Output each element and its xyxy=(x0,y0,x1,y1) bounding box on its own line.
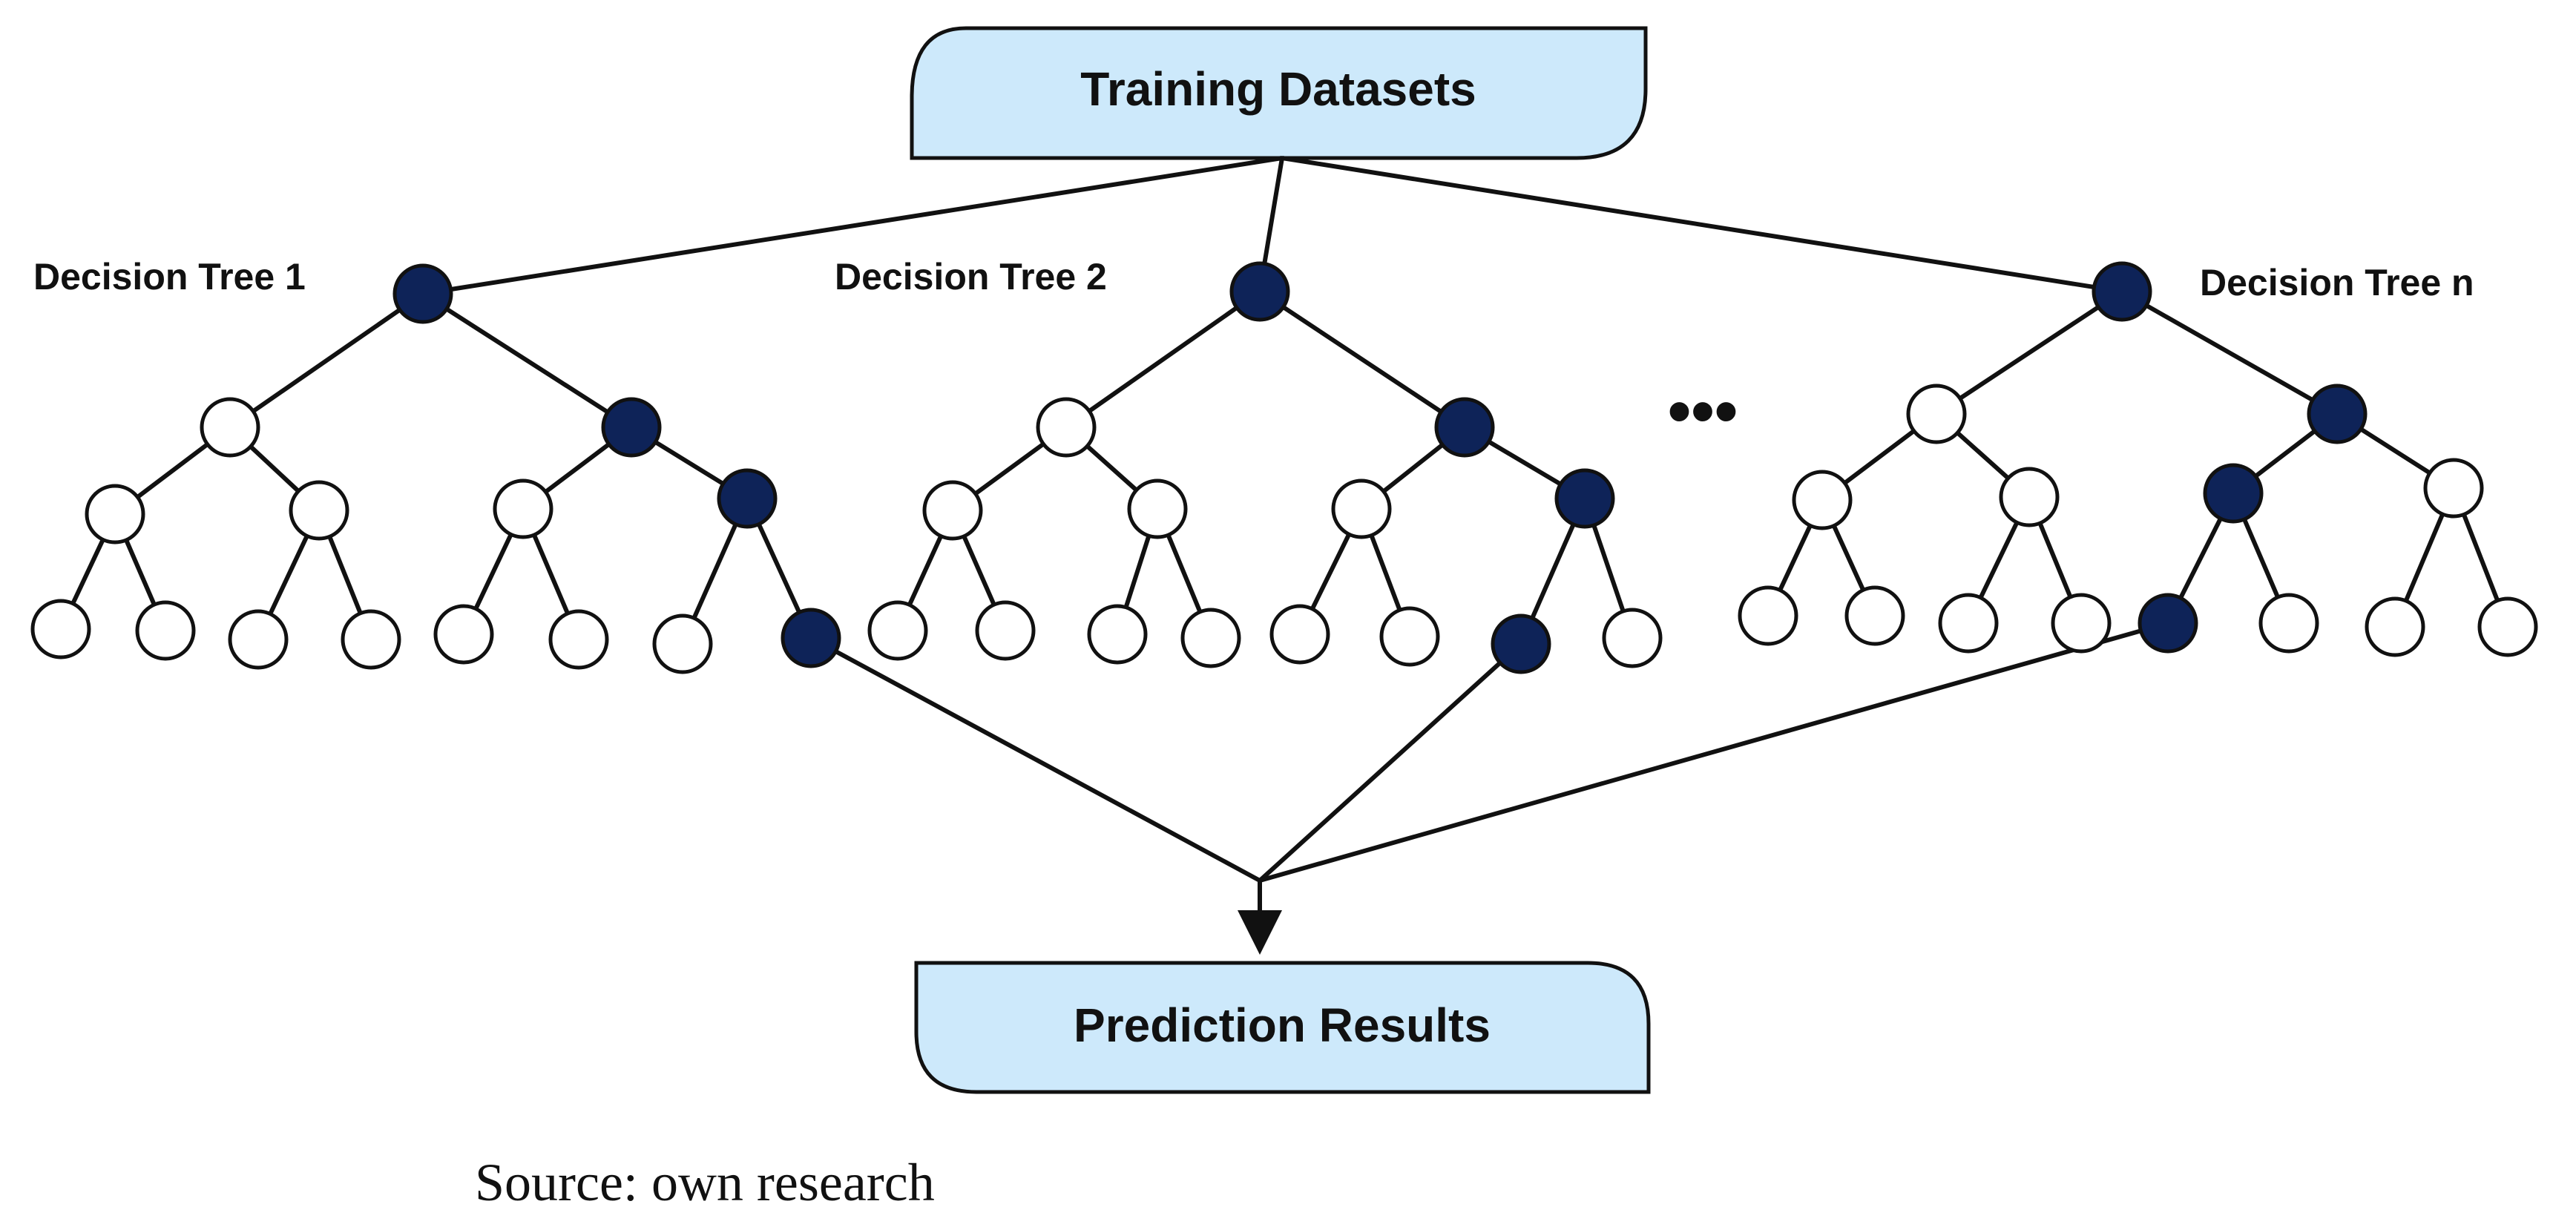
treen-node xyxy=(1792,470,1853,530)
tree1-node xyxy=(493,478,553,539)
training-datasets-box: Training Datasets xyxy=(910,26,1648,160)
tree2-group xyxy=(867,261,1663,674)
treen-node xyxy=(2423,458,2484,519)
tree1-node xyxy=(85,484,145,545)
dataset-to-treen-line xyxy=(1281,156,2123,294)
tree1-path-node xyxy=(781,608,841,668)
tree2-edge xyxy=(1065,289,1261,430)
tree2-node xyxy=(1379,606,1440,667)
treen-path-node xyxy=(2138,593,2198,654)
trees-layer xyxy=(30,261,2538,674)
tree2-path-node xyxy=(1229,261,1290,322)
tree1-node xyxy=(289,480,349,541)
tree2-path-node xyxy=(1434,397,1495,458)
tree2-node xyxy=(922,480,983,541)
tree2-node xyxy=(1269,604,1330,665)
tree2-node xyxy=(1036,397,1097,458)
tree2-node xyxy=(867,600,928,661)
source-caption: Source: own research xyxy=(475,1153,935,1212)
tree1-node xyxy=(652,614,713,674)
tree1-node xyxy=(433,604,494,665)
tree1-node xyxy=(341,609,401,670)
tree1-node xyxy=(30,599,91,659)
treen-node xyxy=(1738,585,1798,646)
tree1-path-node xyxy=(717,468,778,529)
tree1-node xyxy=(228,609,289,670)
tree1-node xyxy=(548,609,609,670)
treen-node xyxy=(2365,596,2425,657)
treen-node xyxy=(1999,467,2060,527)
treen-path-node xyxy=(2307,384,2368,444)
tree1-leaf-to-merge-line xyxy=(809,636,1261,883)
tree-label-1: Decision Tree 1 xyxy=(33,256,306,297)
tree1-path-node xyxy=(601,397,662,458)
tree1-node xyxy=(200,397,260,458)
treen-node xyxy=(1906,384,1967,444)
treen-node xyxy=(1844,585,1905,646)
training-datasets-label: Training Datasets xyxy=(1080,62,1476,116)
tree2-leaf-to-merge-line xyxy=(1258,642,1523,883)
connections xyxy=(422,156,2169,955)
tree2-path-node xyxy=(1491,614,1551,674)
tree2-node xyxy=(1331,478,1392,539)
treen-node xyxy=(2258,593,2319,654)
ellipsis-marker: ••• xyxy=(1668,375,1738,449)
treen-path-node xyxy=(2092,261,2152,322)
tree2-node xyxy=(1602,608,1663,668)
treen-group xyxy=(1738,261,2538,657)
tree2-node xyxy=(1087,604,1148,665)
treen-node xyxy=(2477,596,2538,657)
tree2-node xyxy=(1127,478,1188,539)
treen-leaf-to-merge-line xyxy=(1259,621,2169,883)
treen-node xyxy=(2051,593,2112,654)
treen-edge xyxy=(1935,289,2123,416)
treen-node xyxy=(1938,593,1999,654)
tree1-path-node xyxy=(392,263,453,324)
tree-label-n: Decision Tree n xyxy=(2200,262,2474,303)
prediction-results-label: Prediction Results xyxy=(1074,999,1491,1052)
tree-label-2: Decision Tree 2 xyxy=(835,256,1107,297)
treen-path-node xyxy=(2203,463,2264,524)
tree2-edge xyxy=(1258,289,1466,430)
tree1-node xyxy=(135,600,196,661)
treen-edge xyxy=(2120,289,2339,416)
dataset-to-tree1-line xyxy=(422,156,1283,296)
tree2-path-node xyxy=(1554,468,1615,529)
prediction-results-box: Prediction Results xyxy=(914,961,1651,1094)
tree1-edge xyxy=(229,292,424,430)
tree2-node xyxy=(975,600,1036,661)
tree2-node xyxy=(1180,608,1241,668)
tree1-edge xyxy=(421,292,633,430)
tree1-group xyxy=(30,263,841,674)
